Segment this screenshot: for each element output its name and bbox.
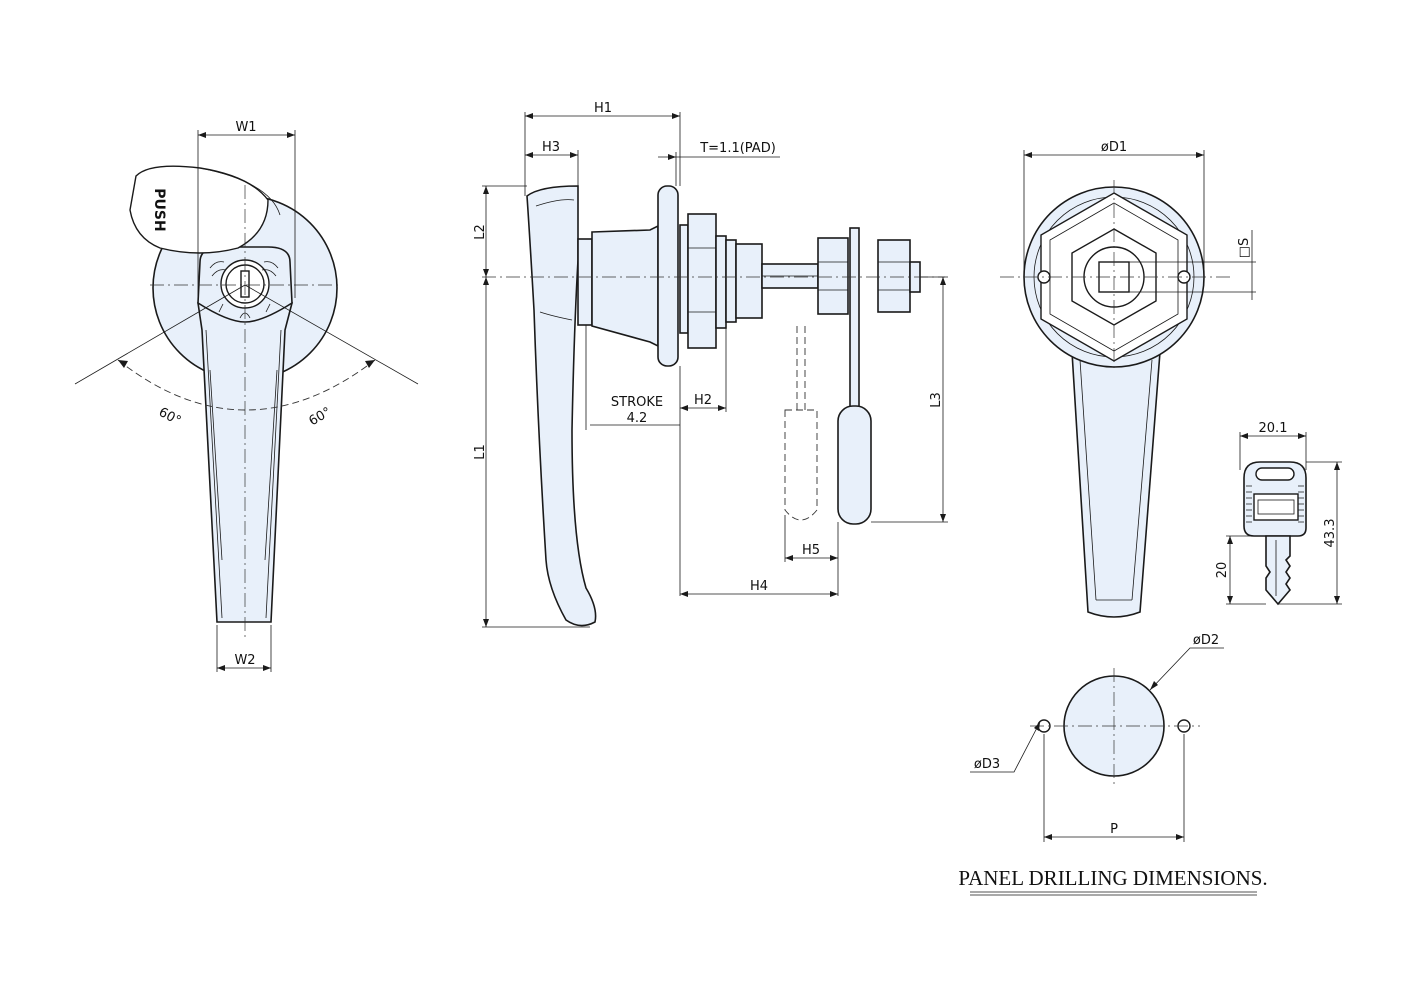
side-handle [526,185,597,627]
angle-line-left [74,284,246,385]
stroke-label: STROKE [611,395,663,410]
key-ring-slot [1255,467,1295,481]
h4-label: H4 [750,579,768,594]
push-label: PUSH [151,188,167,231]
angle-right-label: 60° [307,405,334,430]
stroke-value: 4.2 [627,411,648,426]
hidden-cam-tip [784,409,818,521]
angle-line-right [244,284,419,385]
side-boss [577,238,593,326]
angle-left-label: 60° [156,405,183,429]
key-label-frame [1253,493,1299,521]
l2-label: L2 [473,224,488,240]
key: 20.1 43.3 20 [1215,421,1342,606]
front-lock-arrows [218,303,271,313]
side-sleeve [735,243,763,319]
l3-label: L3 [929,392,944,408]
d1-label: øD1 [1101,140,1127,155]
side-hex-nut-1 [817,237,849,315]
front-lock-markings [209,261,279,277]
side-handle-top-edge [535,199,575,207]
d2-label: øD2 [1193,633,1219,648]
side-washer [715,235,727,329]
key-height-label: 43.3 [1323,519,1338,548]
panel-drilling-title: PANEL DRILLING DIMENSIONS. [958,866,1267,890]
rear-handle [1071,351,1161,618]
d2-arrow [1150,681,1158,690]
side-view: H1 H3 T=1.1(PAD) L2 L1 STROKE 4.2 H2 [473,101,948,628]
t-pad-label: T=1.1(PAD) [699,141,776,156]
key-w-arrows [1240,433,1306,439]
h3-label: H3 [542,140,560,155]
d2-leader [1149,647,1224,691]
side-nut [687,213,717,349]
key-b-arrows [1227,536,1233,604]
side-handle-bend [539,311,573,321]
rear-handle-inner [1079,359,1153,601]
front-handle-facet [205,329,282,619]
side-cam-plate [849,227,860,409]
rotation-arc [117,359,376,411]
t-arrow [668,154,676,160]
rear-view: øD1 □S [1000,140,1256,618]
side-washer-2 [725,239,737,323]
key-label [1257,499,1295,515]
front-push-edge [199,167,281,216]
panel-drilling: øD2 øD3 P PANEL DRILLING DIMENSIONS. [958,633,1268,896]
h5-label: H5 [802,543,820,558]
s-label: □S [1237,238,1252,259]
side-flange [657,185,679,367]
d3-leader [970,721,1041,773]
side-panel [679,224,689,334]
h1-label: H1 [594,101,612,116]
key-width-label: 20.1 [1259,421,1288,436]
d3-label: øD3 [974,757,1000,772]
key-blade-label: 20 [1215,562,1230,579]
p-label: P [1110,822,1118,837]
key-blade [1265,535,1292,606]
side-hex-nut-2 [877,239,911,313]
key-grip [1246,485,1304,523]
front-push-trigger [129,165,269,254]
side-housing [591,224,659,348]
h2-label: H2 [694,393,712,408]
side-cam-tip [837,405,872,525]
w1-label: W1 [235,120,256,135]
w2-label: W2 [234,653,255,668]
front-view: PUSH 60° 60° W1 W2 [74,120,419,672]
d3-arrow [1034,722,1040,731]
l1-label: L1 [473,444,488,460]
front-handle-inner [209,369,278,561]
